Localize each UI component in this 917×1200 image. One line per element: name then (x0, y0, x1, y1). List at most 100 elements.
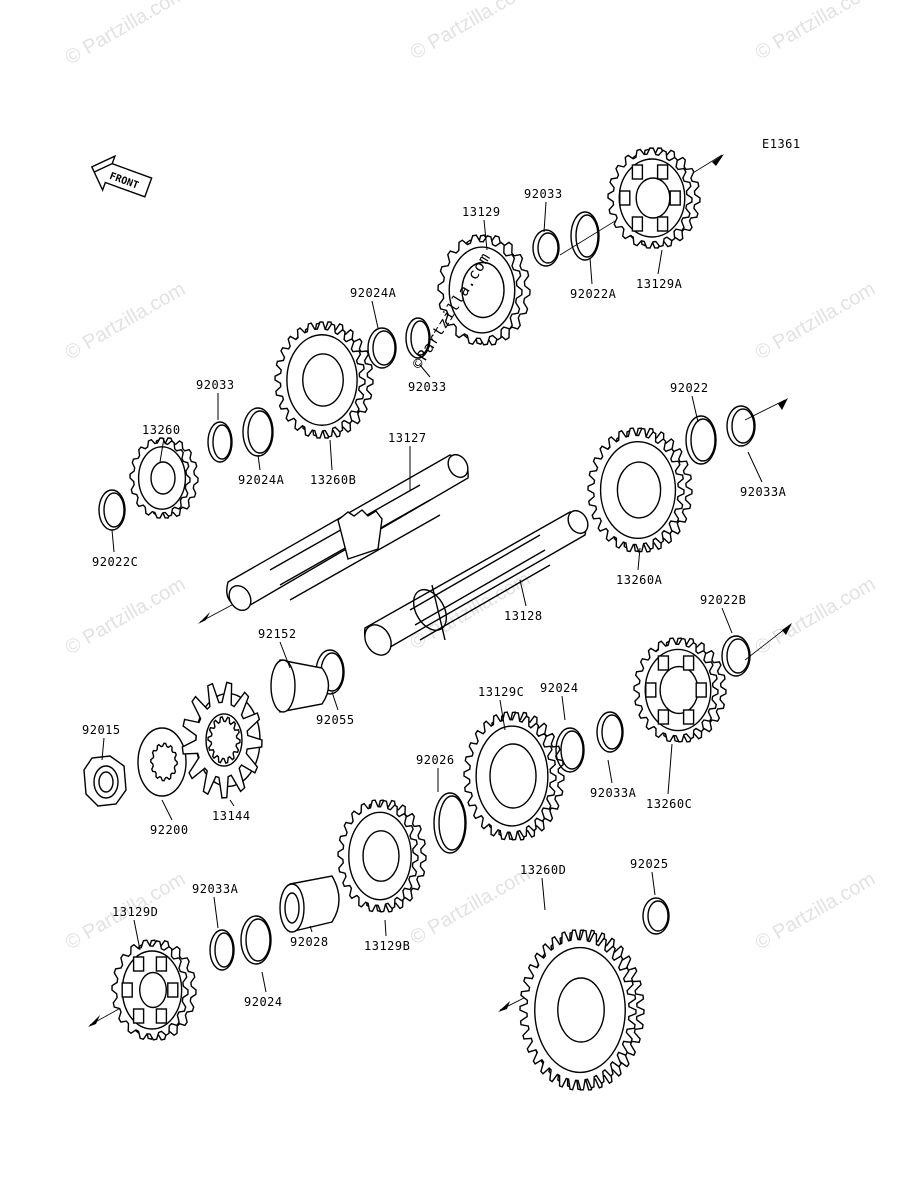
leader-92015 (101, 737, 105, 761)
watermark: © Partzilla.com (407, 863, 535, 949)
watermark: © Partzilla.com (62, 573, 190, 659)
part-13129B-gear (337, 799, 427, 913)
part-label-13129C: 13129C (478, 685, 524, 699)
leader-92022A (589, 257, 593, 285)
part-92024A-left-ring (242, 407, 274, 457)
part-92022A-ring (570, 211, 600, 261)
part-92200-washer (137, 727, 187, 797)
part-label-92025: 92025 (630, 857, 669, 871)
leader-13129C (499, 699, 506, 731)
leader-13129B (384, 919, 387, 937)
part-label-13129B: 13129B (364, 939, 410, 953)
part-label-92028: 92028 (290, 935, 329, 949)
leader-92055 (331, 691, 339, 711)
leader-13260C (667, 743, 673, 795)
part-label-92022B: 92022B (700, 593, 746, 607)
watermark: © Partzilla.com (752, 0, 880, 64)
leader-13144 (229, 799, 235, 807)
part-92022C-ring (98, 489, 126, 531)
leader-92028 (309, 925, 313, 933)
leader-92024-mid (561, 695, 566, 721)
part-92024A-top-ring (367, 327, 397, 369)
part-13260A-gear (587, 427, 693, 553)
part-label-13260D: 13260D (520, 863, 566, 877)
part-label-13127: 13127 (388, 431, 427, 445)
part-92022B-ring (721, 635, 751, 677)
part-13129D-gear (111, 939, 197, 1041)
part-label-92026: 92026 (416, 753, 455, 767)
part-13129C-gear (463, 711, 565, 841)
leader-92022B (721, 607, 733, 634)
leader-92033-mid (419, 364, 431, 378)
part-label-13129D: 13129D (112, 905, 158, 919)
part-label-92033A-low: 92033A (192, 882, 239, 896)
part-label-13129: 13129 (462, 205, 501, 219)
part-label-92033-mid: 92033 (408, 380, 447, 394)
leader-13260A (637, 547, 641, 571)
part-label-13260B: 13260B (310, 473, 356, 487)
part-92033A-right-ring (726, 405, 756, 447)
part-92033-top-ring (532, 229, 560, 267)
watermark: © Partzilla.com (407, 0, 535, 64)
leader-92033-top (543, 201, 547, 233)
part-label-92015: 92015 (82, 723, 121, 737)
part-label-92033A-right: 92033A (740, 485, 787, 499)
part-label-13260: 13260 (142, 423, 181, 437)
part-13260B-gear (274, 321, 374, 439)
part-label-92055: 92055 (316, 713, 355, 727)
part-92025-ring (642, 897, 670, 935)
leader-lines (101, 201, 763, 993)
part-92033A-mid-ring (596, 711, 624, 753)
part-92024-low-ring (240, 915, 272, 965)
part-13260C-gear (633, 637, 727, 743)
part-label-92024-low: 92024 (244, 995, 283, 1009)
leader-92033A-right (747, 451, 763, 483)
leader-92022C (111, 529, 115, 553)
watermark: © Partzilla.com (62, 0, 190, 69)
collar-92152 (270, 659, 330, 713)
part-label-13260A: 13260A (616, 573, 663, 587)
part-label-13129A: 13129A (636, 277, 683, 291)
part-92033-mid-ring (405, 317, 431, 359)
watermark: © Partzilla.com (752, 278, 880, 364)
leader-92024-low (261, 971, 267, 993)
leader-13129A (657, 249, 663, 275)
part-13144-sprocket (181, 681, 263, 799)
leader-13128 (519, 579, 527, 607)
part-label-13128: 13128 (504, 609, 543, 623)
part-92033A-low-ring (209, 929, 235, 971)
diagram-code: E1361 (762, 137, 801, 151)
part-label-92033-left: 92033 (196, 378, 235, 392)
gears (98, 147, 756, 1091)
watermark: © Partzilla.com (752, 868, 880, 954)
part-label-92024-mid: 92024 (540, 681, 579, 695)
part-label-92033A-mid: 92033A (590, 786, 637, 800)
part-label-92022: 92022 (670, 381, 709, 395)
part-labels: 13129 92033 92022A 13129A 92024A 92033 13260 92… (82, 187, 787, 1009)
part-13129-gear (437, 234, 531, 346)
nut-92015 (83, 755, 127, 807)
collar-92028 (279, 875, 340, 933)
part-92026-ring (433, 792, 467, 854)
leader-92200 (161, 799, 173, 821)
part-label-92200: 92200 (150, 823, 189, 837)
shaft-13127 (226, 453, 469, 612)
leader-92033A-mid (607, 759, 613, 784)
watermark: © Partzilla.com (62, 278, 190, 364)
part-label-92022C: 92022C (92, 555, 138, 569)
front-arrow-icon: FRONT (90, 154, 153, 198)
leader-13260 (159, 437, 165, 463)
leader-13129 (483, 219, 488, 251)
leader-92025 (651, 871, 656, 896)
part-13260-gear (129, 437, 199, 519)
part-label-13144: 13144 (212, 809, 251, 823)
part-92024-mid-ring (555, 727, 585, 773)
leader-13260B (329, 439, 333, 471)
shaft-13128 (363, 509, 589, 656)
watermark: © Partzilla.com (752, 573, 880, 659)
part-label-92022A: 92022A (570, 287, 617, 301)
part-label-92024A-left: 92024A (238, 473, 285, 487)
part-13129A-gear (607, 147, 701, 249)
part-label-92024A-top: 92024A (350, 286, 397, 300)
